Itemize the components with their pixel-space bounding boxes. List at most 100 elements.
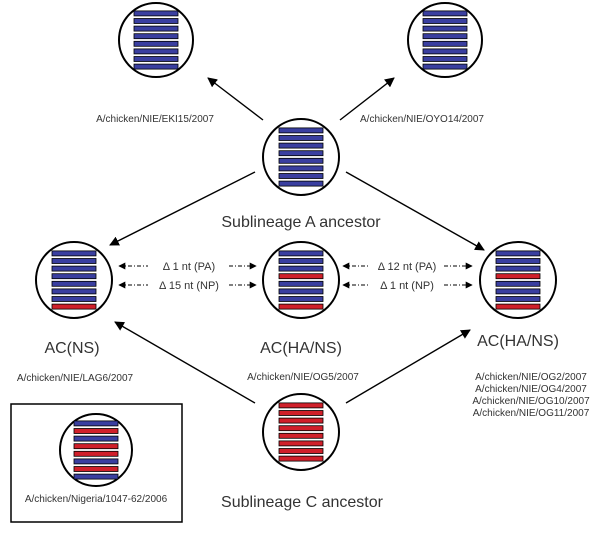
- label-sublineage-c: Sublineage C ancestor: [221, 494, 384, 511]
- genome-segment-blue: [495, 288, 541, 295]
- genome-segment-blue: [278, 288, 324, 295]
- diff-right-np: Δ 1 nt (NP): [380, 280, 434, 292]
- difference-arrows: [118, 262, 473, 289]
- genome-segment-blue: [133, 33, 179, 40]
- genome-segment-blue: [133, 63, 179, 70]
- label-og2: A/chicken/NIE/OG2/2007: [475, 372, 587, 383]
- label-nigeria: A/chicken/Nigeria/1047-62/2006: [25, 494, 168, 505]
- genome-segment-blue: [278, 265, 324, 272]
- segment-stack: [422, 10, 468, 70]
- genome-segment-blue: [422, 25, 468, 32]
- genome-segment-blue: [51, 265, 97, 272]
- genome-segment-red: [51, 303, 97, 310]
- label-lag6: A/chicken/NIE/LAG6/2007: [17, 373, 134, 384]
- genome-segment-blue: [422, 10, 468, 17]
- genome-segment-blue: [495, 265, 541, 272]
- genome-segment-blue: [73, 420, 119, 427]
- genome-segment-blue: [73, 458, 119, 465]
- genome-segment-blue: [51, 273, 97, 280]
- genome-segment-blue: [133, 25, 179, 32]
- node-nigeria: [59, 413, 133, 487]
- genome-segment-blue: [51, 280, 97, 287]
- genome-segment-red: [278, 425, 324, 432]
- genome-segment-red: [278, 440, 324, 447]
- genome-segment-blue: [278, 180, 324, 187]
- genome-segment-blue: [73, 473, 119, 480]
- genome-segment-blue: [495, 296, 541, 302]
- genome-segment-blue: [133, 48, 179, 55]
- genome-segment-blue: [133, 40, 179, 47]
- arrow-c-to-lag6: [114, 321, 256, 404]
- genome-segment-red: [278, 273, 324, 280]
- genome-segment-red: [73, 466, 119, 472]
- node-eki15: [118, 2, 194, 78]
- label-eki15: A/chicken/NIE/EKI15/2007: [96, 114, 214, 125]
- genome-segment-blue: [51, 250, 97, 257]
- genome-segment-blue: [495, 280, 541, 287]
- arrows: [109, 77, 485, 404]
- arrow-a-to-og2group: [345, 171, 485, 251]
- arrow-a-to-lag6: [109, 171, 256, 246]
- genome-segment-blue: [51, 296, 97, 302]
- label-og10: A/chicken/NIE/OG10/2007: [472, 396, 590, 407]
- genome-segment-blue: [422, 63, 468, 70]
- genome-segment-red: [278, 455, 324, 462]
- genome-segment-red: [73, 443, 119, 450]
- genome-segment-blue: [133, 56, 179, 62]
- title-og5: AC(HA/NS): [260, 340, 342, 357]
- node-sublineage-a-ancestor: [262, 118, 340, 196]
- genome-segment-blue: [278, 157, 324, 164]
- genome-segment-blue: [278, 127, 324, 134]
- genome-segment-blue: [422, 56, 468, 62]
- title-og-group: AC(HA/NS): [477, 333, 559, 350]
- segment-stack: [73, 420, 119, 480]
- genome-segment-red: [73, 428, 119, 434]
- segment-stack: [51, 250, 97, 310]
- genome-segment-blue: [422, 18, 468, 24]
- genome-segment-blue: [51, 258, 97, 264]
- genome-segment-red: [278, 303, 324, 310]
- genome-segment-blue: [278, 296, 324, 302]
- diff-left-pa: Δ 1 nt (PA): [163, 261, 215, 273]
- arrow-c-to-og2group: [345, 329, 471, 404]
- genome-segment-blue: [133, 18, 179, 24]
- genome-segment-red: [278, 417, 324, 424]
- genome-segment-red: [495, 303, 541, 310]
- genome-segment-red: [278, 402, 324, 409]
- arrow-a-to-eki15: [207, 77, 264, 121]
- genome-segment-red: [278, 410, 324, 416]
- genome-segment-blue: [278, 250, 324, 257]
- genome-segment-blue: [422, 33, 468, 40]
- label-og4: A/chicken/NIE/OG4/2007: [475, 384, 587, 395]
- genome-segment-blue: [278, 280, 324, 287]
- genome-segment-blue: [278, 173, 324, 179]
- genome-segment-blue: [495, 258, 541, 264]
- genome-segment-blue: [278, 135, 324, 141]
- genome-segment-blue: [278, 165, 324, 172]
- segment-stack: [278, 402, 324, 462]
- segment-stack: [278, 127, 324, 187]
- genome-segment-blue: [278, 150, 324, 157]
- genome-segment-red: [278, 448, 324, 454]
- segment-stack: [278, 250, 324, 310]
- genome-segment-red: [73, 450, 119, 457]
- label-oyo14: A/chicken/NIE/OYO14/2007: [360, 114, 484, 125]
- segment-stack: [133, 10, 179, 70]
- label-og11: A/chicken/NIE/OG11/2007: [473, 408, 590, 419]
- title-lag6: AC(NS): [44, 340, 99, 357]
- node-og5: [262, 241, 340, 319]
- diff-right-pa: Δ 12 nt (PA): [378, 261, 437, 273]
- node-lag6: [35, 241, 113, 319]
- node-oyo14: [407, 2, 483, 78]
- node-og-group: [479, 241, 557, 319]
- genome-segment-red: [278, 432, 324, 439]
- label-sublineage-a: Sublineage A ancestor: [221, 214, 381, 231]
- arrow-a-to-oyo14: [339, 77, 395, 121]
- genome-segment-blue: [495, 250, 541, 257]
- label-og5: A/chicken/NIE/OG5/2007: [247, 372, 359, 383]
- segment-stack: [495, 250, 541, 310]
- genome-segment-blue: [133, 10, 179, 17]
- genome-segment-blue: [278, 258, 324, 264]
